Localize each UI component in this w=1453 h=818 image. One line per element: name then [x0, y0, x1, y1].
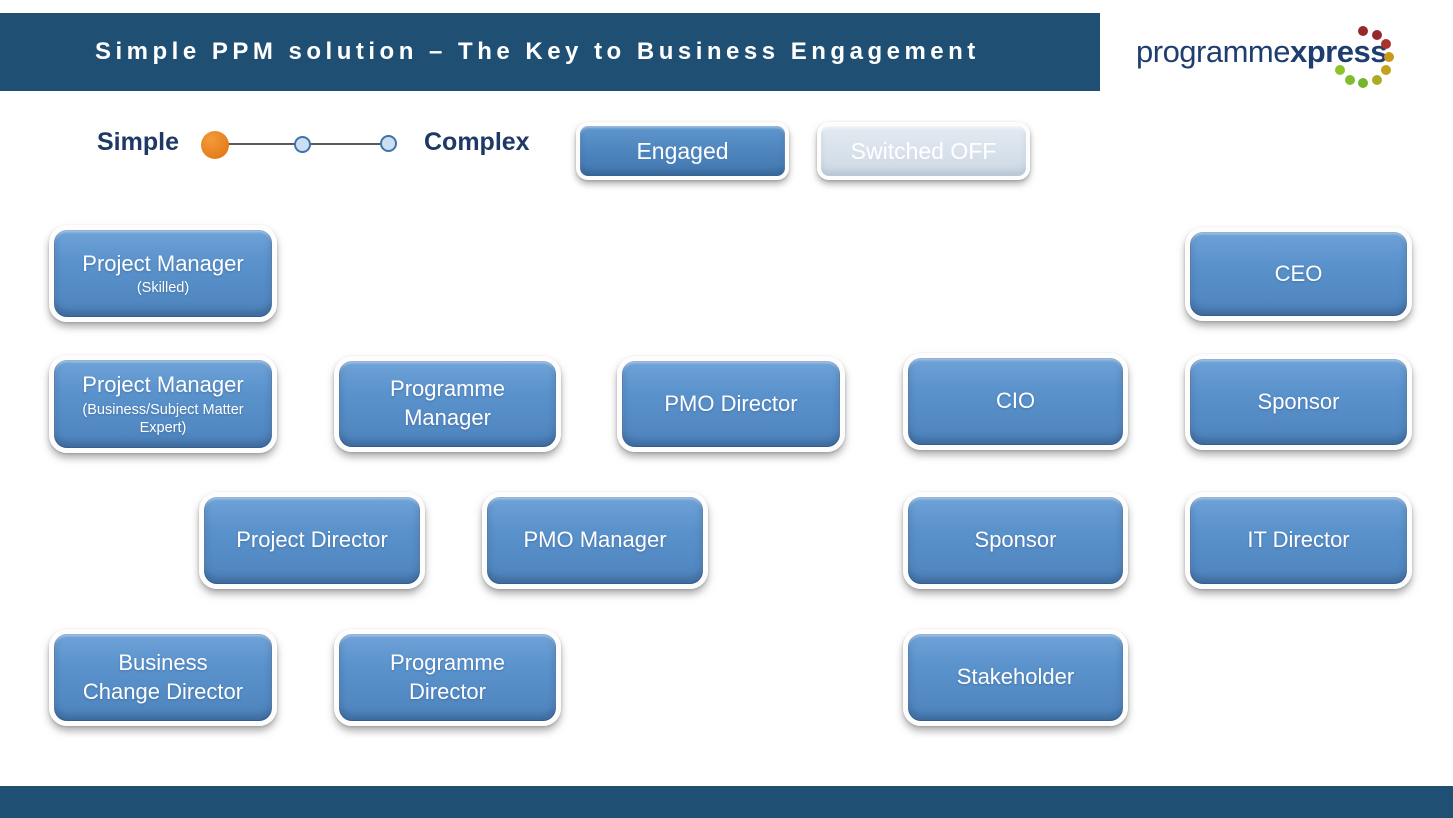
switched-off-button[interactable]: Switched OFF — [817, 122, 1030, 180]
logo-text-regular: programme — [1136, 34, 1291, 69]
logo-dot-icon — [1372, 75, 1382, 85]
role-label: Stakeholder — [956, 664, 1075, 690]
role-label: Project Manager — [82, 372, 244, 398]
slide-title: Simple PPM solution – The Key to Busines… — [95, 38, 980, 65]
logo-text-bold: xpress — [1290, 34, 1387, 69]
role-box-business-change-director: Business Change Director — [49, 629, 277, 726]
logo-dot-icon — [1345, 75, 1355, 85]
role-label: Sponsor — [974, 527, 1057, 553]
role-box-ceo: CEO — [1185, 227, 1412, 321]
scale-knob[interactable] — [201, 131, 229, 159]
role-box-programme-director: Programme Director — [334, 629, 561, 726]
role-label: CEO — [1274, 260, 1323, 286]
role-box-programme-manager: Programme Manager — [334, 356, 561, 452]
logo-dot-icon — [1335, 65, 1345, 75]
footer-band — [0, 786, 1453, 818]
role-label: PMO Director — [664, 390, 798, 416]
role-label: Programme Director — [390, 649, 505, 704]
role-box-sponsor-2: Sponsor — [903, 492, 1128, 589]
role-label: Project Manager — [82, 250, 244, 276]
role-label: IT Director — [1247, 527, 1350, 553]
logo-dot-icon — [1381, 65, 1391, 75]
role-label: Project Director — [236, 527, 388, 553]
role-sublabel: (Business/Subject Matter Expert) — [82, 401, 244, 436]
logo-dot-icon — [1372, 30, 1382, 40]
role-box-pmo-manager: PMO Manager — [482, 492, 708, 589]
logo-dot-icon — [1384, 52, 1394, 62]
scale-label-simple: Simple — [97, 128, 179, 156]
role-box-it-director: IT Director — [1185, 492, 1412, 589]
logo-dot-icon — [1381, 39, 1391, 49]
role-sublabel: (Skilled) — [136, 280, 190, 297]
scale-stop[interactable] — [294, 136, 311, 153]
role-label: CIO — [995, 388, 1036, 414]
engaged-button[interactable]: Engaged — [576, 122, 789, 180]
role-label: Sponsor — [1257, 388, 1340, 414]
role-label: Business Change Director — [82, 649, 244, 704]
logo-dot-icon — [1358, 26, 1368, 36]
role-box-project-director: Project Director — [199, 492, 425, 589]
scale-stop[interactable] — [380, 135, 397, 152]
role-box-project-manager-sme: Project Manager (Business/Subject Matter… — [49, 355, 277, 453]
logo-dot-icon — [1358, 78, 1368, 88]
logo-text: programmexpress — [1136, 34, 1387, 69]
role-box-sponsor-1: Sponsor — [1185, 354, 1412, 450]
header-band: Simple PPM solution – The Key to Busines… — [0, 13, 1100, 91]
role-label: PMO Manager — [523, 527, 667, 553]
logo: programmexpress — [1136, 34, 1387, 80]
scale-label-complex: Complex — [424, 128, 530, 156]
role-box-project-manager-skilled: Project Manager (Skilled) — [49, 225, 277, 322]
role-label: Programme Manager — [390, 376, 505, 430]
role-box-stakeholder: Stakeholder — [903, 629, 1128, 726]
role-box-cio: CIO — [903, 353, 1128, 450]
role-box-pmo-director: PMO Director — [617, 356, 845, 452]
